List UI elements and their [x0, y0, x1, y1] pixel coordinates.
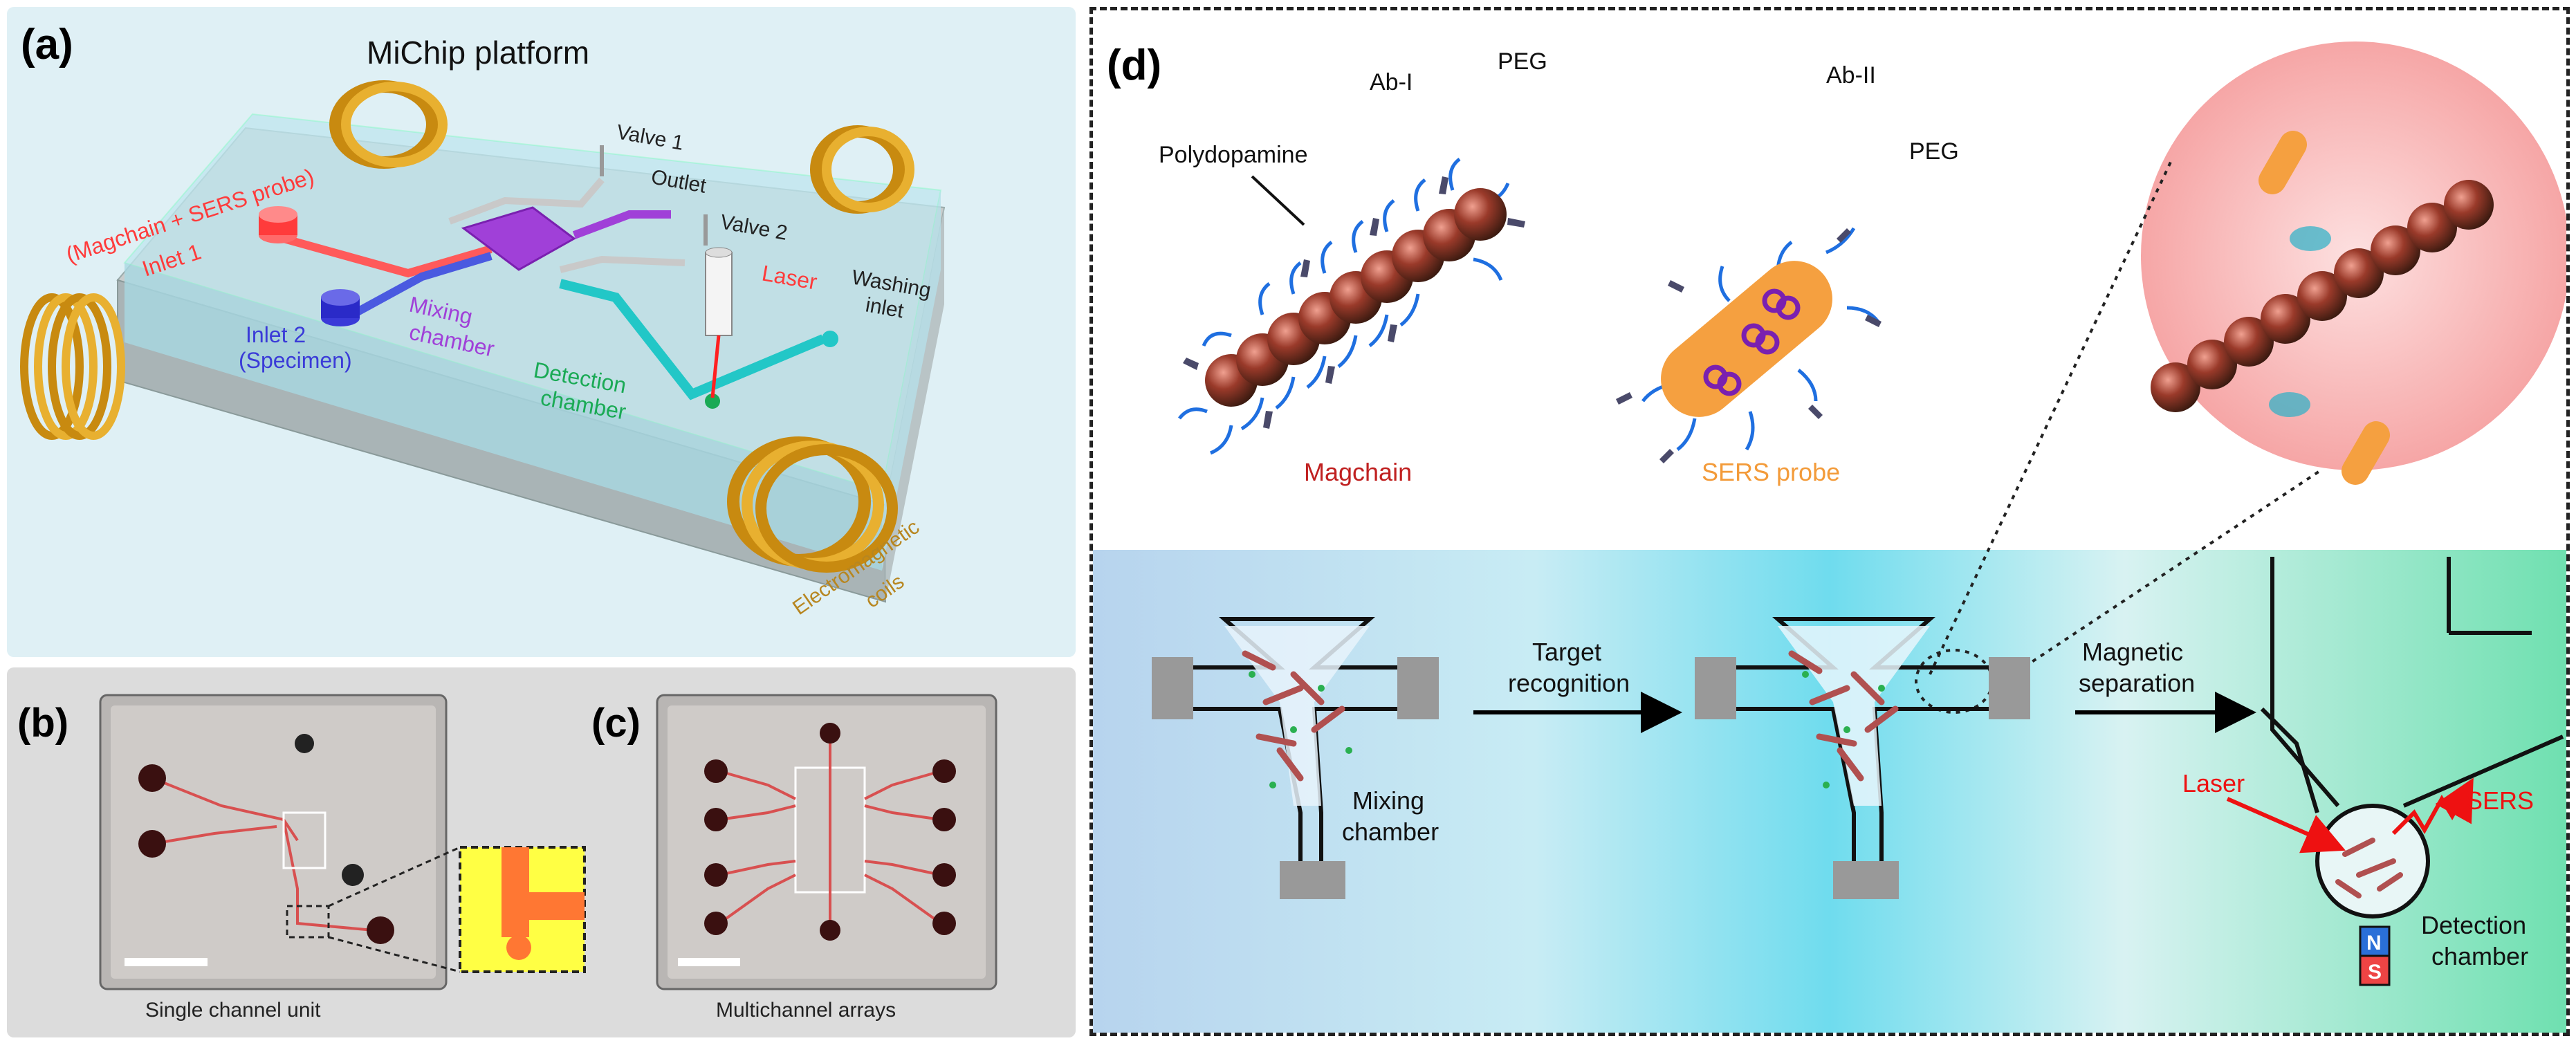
- panel-c-caption: Multichannel arrays: [716, 999, 896, 1022]
- valve-1-label: Valve 1: [615, 120, 686, 154]
- magchain-label: Magchain: [1304, 458, 1412, 486]
- assay-scheme: (d) Ab-I PEG Polydopamine Magchain Ab-II…: [1093, 41, 2566, 1033]
- magchain-particle: [1178, 158, 1525, 455]
- polydopamine-pointer: [1251, 175, 1305, 226]
- chip-channels: [282, 177, 838, 409]
- panel-c-label: (c): [591, 701, 641, 746]
- zoom-sers-probes: [2258, 131, 2390, 485]
- coil-bottom: [727, 436, 898, 573]
- target-label-2: recognition: [1508, 669, 1630, 697]
- zoom-circle: [2141, 41, 2566, 485]
- panel-a-michip-platform: (a) MiChip platform (Magchain + SERS pro…: [7, 7, 1076, 657]
- panel-b-label: (b): [17, 701, 68, 746]
- mixing-chamber-2: [1695, 617, 2030, 899]
- inlet-2-sub-label: (Specimen): [239, 348, 352, 373]
- sers-probe-label: SERS probe: [1702, 458, 1840, 486]
- inlet-2-label: Inlet 2: [246, 322, 306, 347]
- chip-photos: (b) Single channel unit: [17, 694, 997, 1022]
- detection-label-1: Detection: [2421, 911, 2526, 939]
- coil-top-right: [810, 125, 914, 214]
- laser-device: [705, 247, 733, 398]
- chip-glass: [123, 113, 942, 571]
- detection-chamber-diagram: [2226, 557, 2564, 986]
- michip-illustration: (a) MiChip platform (Magchain + SERS pro…: [20, 21, 946, 620]
- laser-label: Laser: [2182, 769, 2245, 797]
- n-pole-label: N: [2366, 932, 2382, 954]
- peg1-label: PEG: [1498, 48, 1547, 75]
- ab2-label: Ab-II: [1826, 62, 1876, 89]
- panel-a-title: MiChip platform: [367, 35, 589, 71]
- panel-d-assay-scheme: (d) Ab-I PEG Polydopamine Magchain Ab-II…: [1089, 7, 2570, 1036]
- sers-label: SERS: [2466, 786, 2534, 815]
- panel-a-label: (a): [21, 21, 73, 68]
- inset-zoom: [459, 846, 586, 973]
- zoom-magchain: [2151, 180, 2494, 412]
- mixing-chamber-1: [1152, 617, 1439, 899]
- inlet-2-reservoir: [321, 289, 360, 326]
- inlet-1-reservoir: [259, 206, 297, 243]
- polydopamine-label: Polydopamine: [1159, 142, 1307, 168]
- multichannel-chip: [656, 694, 997, 990]
- mixing-label-1: Mixing: [1352, 786, 1424, 815]
- ab1-label: Ab-I: [1370, 69, 1413, 95]
- peg2-label: PEG: [1909, 138, 1959, 165]
- panel-b-c-photos: (b) Single channel unit: [7, 667, 1076, 1037]
- panel-b-caption: Single channel unit: [145, 999, 321, 1022]
- coil-top-left: [329, 80, 448, 169]
- sers-probe-particle: [1616, 227, 1882, 463]
- single-channel-chip: [99, 694, 461, 990]
- magnetic-label-2: separation: [2079, 669, 2195, 697]
- detection-label-2: chamber: [2431, 942, 2528, 970]
- s-pole-label: S: [2368, 961, 2382, 984]
- coil-left: [20, 293, 125, 440]
- panel-d-label: (d): [1107, 41, 1161, 89]
- magnetic-label-1: Magnetic: [2082, 638, 2183, 666]
- target-label-1: Target: [1532, 638, 1601, 666]
- mixing-label-2: chamber: [1342, 818, 1439, 846]
